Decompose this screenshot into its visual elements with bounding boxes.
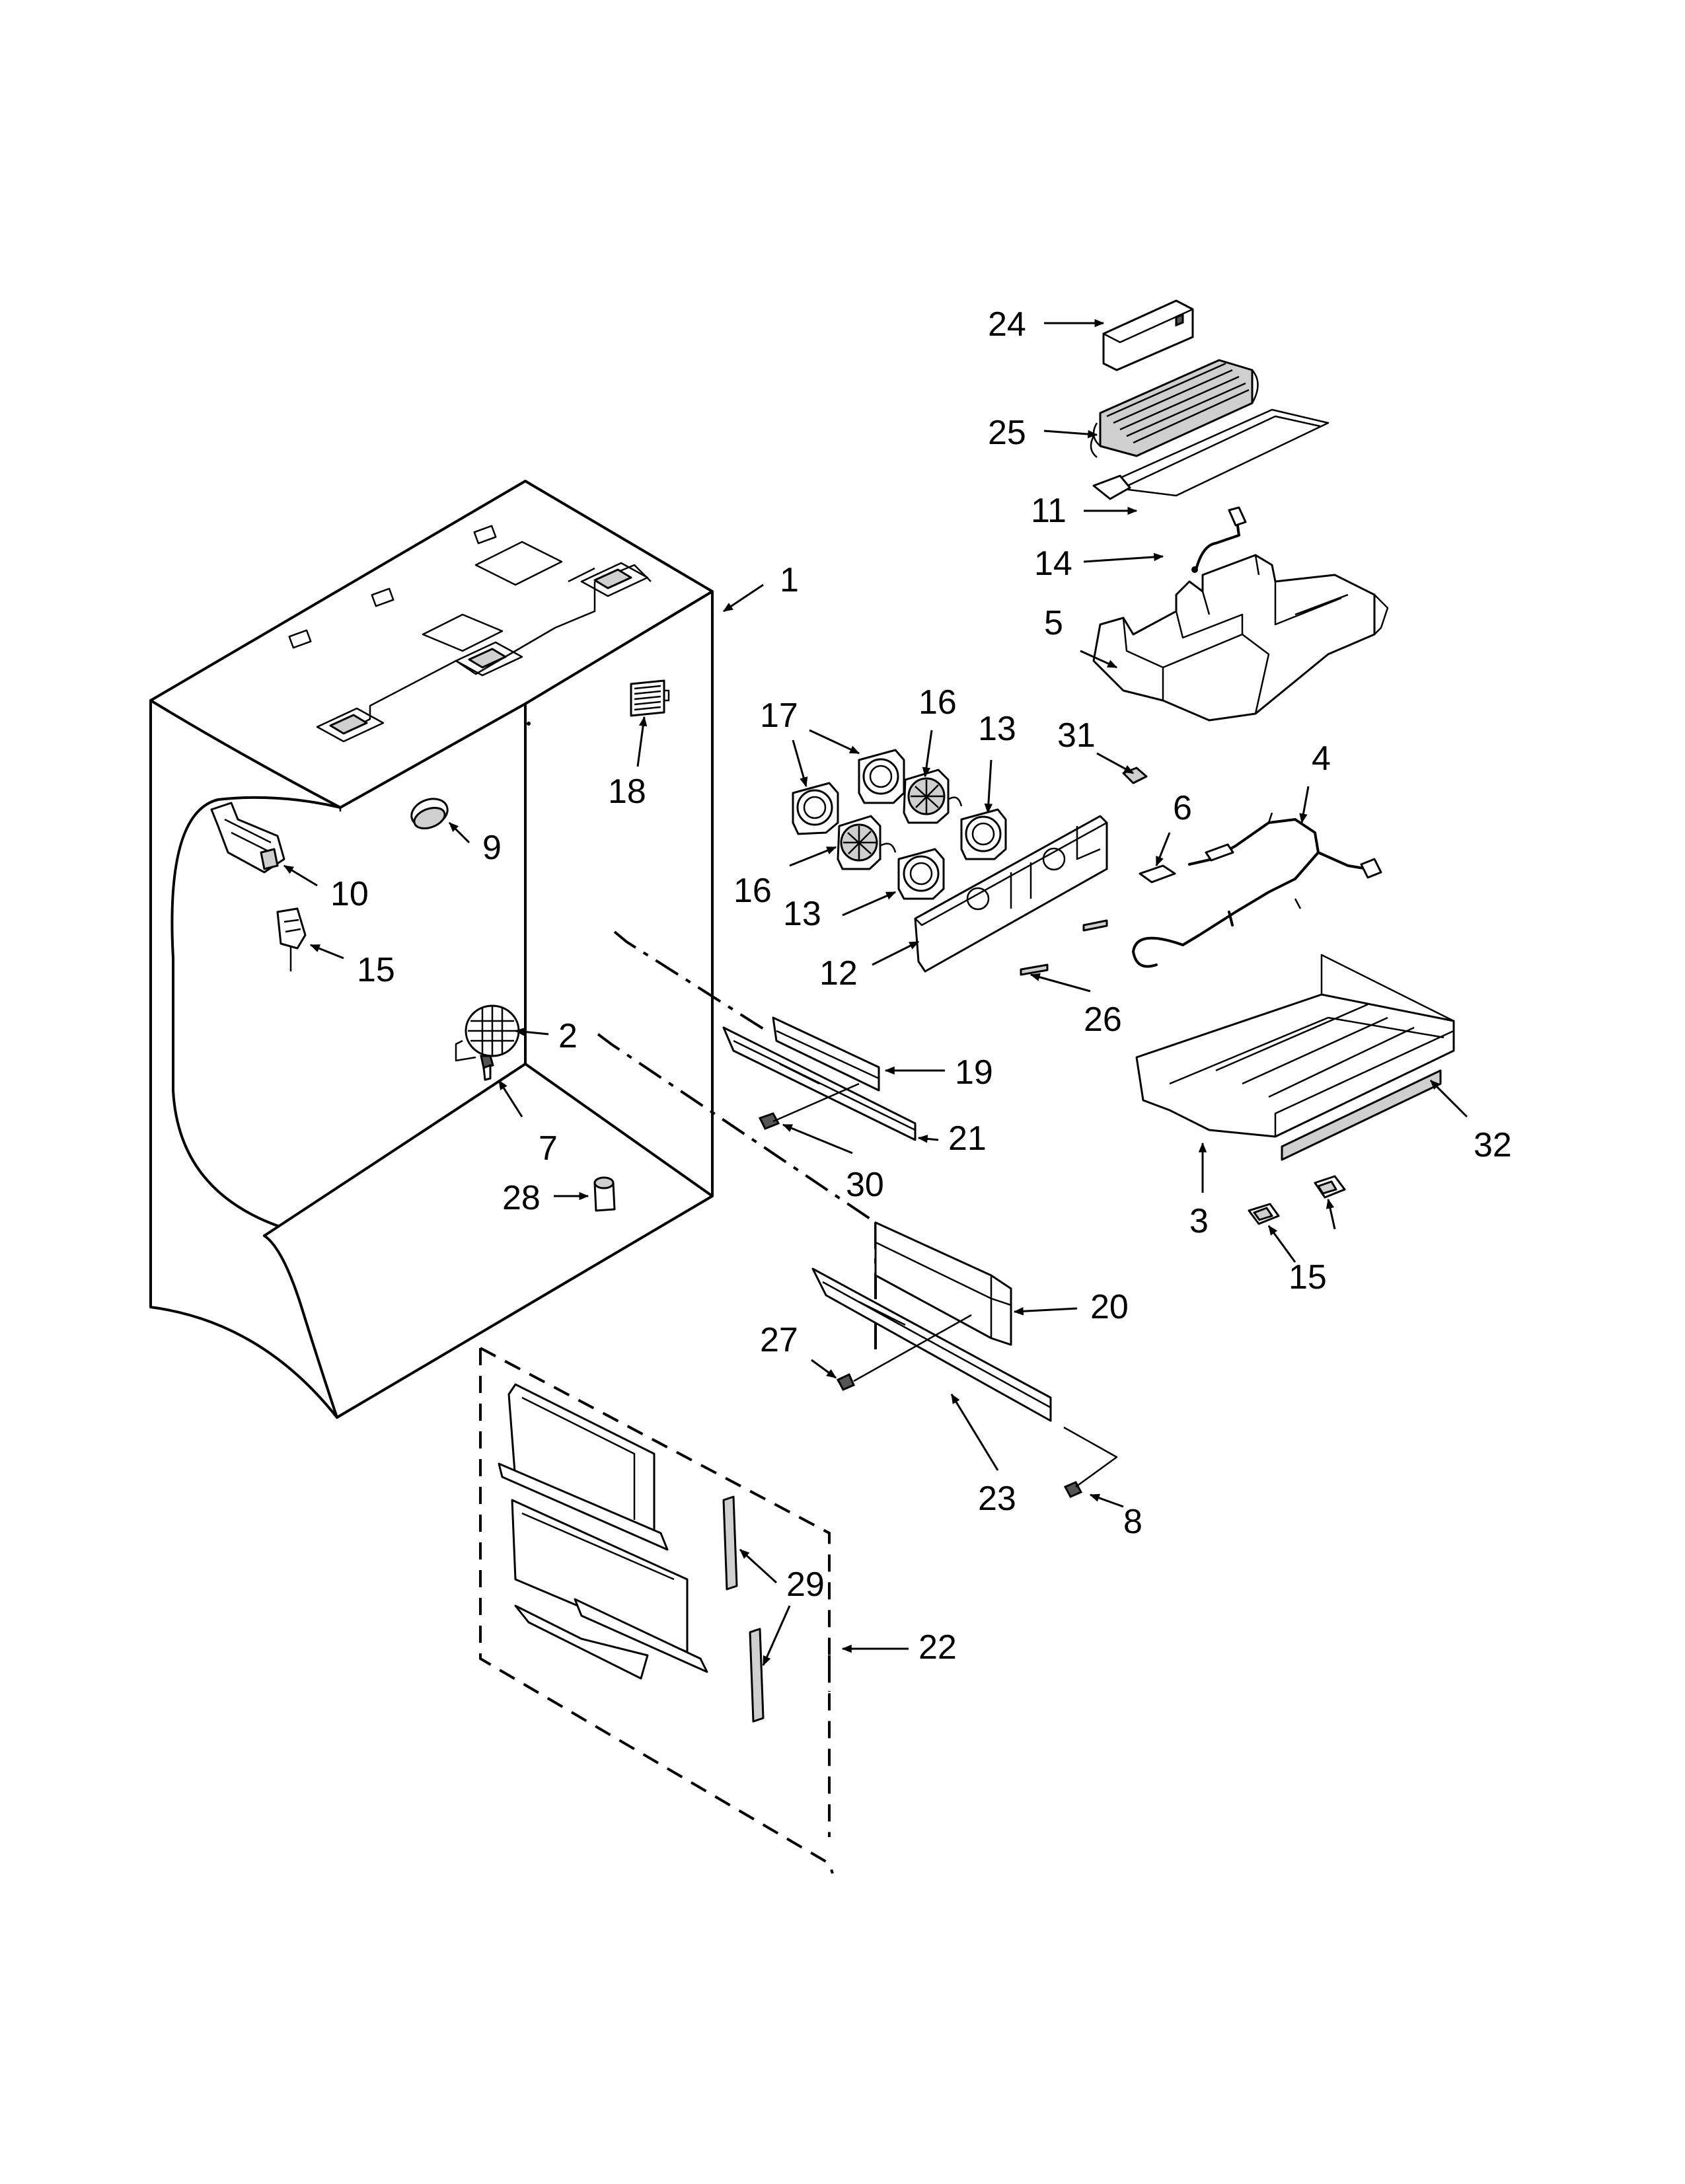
callout-23: 23 (978, 1480, 1016, 1518)
callout-15b: 15 (1289, 1258, 1327, 1297)
callout-leaders (283, 319, 1468, 1667)
part-26-tube-left (1020, 963, 1049, 976)
part-13-fan-motor-upper (960, 808, 1007, 860)
part-6-pad (1139, 864, 1176, 884)
part-16-fan-upper (903, 769, 963, 824)
part-17-fan-shroud-left (792, 782, 839, 835)
callout-21: 21 (948, 1119, 987, 1158)
part-4-wire-harness (1132, 812, 1382, 968)
part-25-evaporator (1090, 359, 1259, 458)
part-26-tube-right (1082, 919, 1108, 932)
callout-29: 29 (786, 1565, 825, 1604)
callout-25: 25 (988, 414, 1026, 452)
callout-30: 30 (846, 1166, 884, 1204)
part-11-drain-heater (1092, 408, 1329, 500)
part-15-sensor (276, 907, 307, 971)
callout-27: 27 (760, 1321, 798, 1359)
part-7-screw (480, 1055, 494, 1081)
part-29-slide-lower (749, 1628, 765, 1723)
callout-18: 18 (608, 772, 646, 811)
part-27-screw (836, 1314, 972, 1391)
part-20-rail-cover (874, 1221, 1012, 1346)
part-8-screw (1063, 1426, 1118, 1498)
callout-12: 12 (819, 954, 858, 993)
callout-1: 1 (780, 561, 799, 599)
callout-24: 24 (988, 305, 1026, 344)
callout-labels: 1 2 3 4 5 6 7 8 9 10 11 12 13 13 14 15 1… (330, 305, 1512, 1667)
callout-16b: 16 (733, 872, 772, 910)
callout-4: 4 (1312, 739, 1331, 778)
callout-2: 2 (558, 1017, 578, 1055)
callout-10: 10 (330, 875, 369, 913)
part-10-housing (210, 802, 285, 874)
part-5-evaporator-housing (1092, 554, 1389, 722)
callout-11: 11 (1031, 492, 1067, 530)
callout-17: 17 (760, 697, 798, 735)
cabinet-liner (149, 480, 714, 1419)
callout-3: 3 (1189, 1202, 1209, 1240)
callout-16a: 16 (918, 683, 957, 722)
callout-15a: 15 (357, 951, 395, 989)
callout-6: 6 (1173, 789, 1192, 827)
callout-5: 5 (1044, 604, 1063, 642)
part-22-drawer-slide-assembly (479, 1347, 834, 1874)
part-28-bushing (593, 1176, 616, 1212)
part-15-sensor-right (1248, 1175, 1346, 1225)
callout-19: 19 (955, 1053, 993, 1092)
part-21-slide-rail (722, 1026, 917, 1141)
part-17-fan-shroud-right (858, 749, 905, 804)
part-30-screw (758, 1082, 860, 1130)
callout-7: 7 (539, 1129, 558, 1168)
callout-22: 22 (918, 1628, 957, 1667)
callout-28: 28 (502, 1179, 541, 1217)
part-16-fan-lower (837, 815, 897, 870)
part-23-slide-rail (811, 1267, 1052, 1422)
callout-26: 26 (1084, 1000, 1122, 1039)
part-29-slide-upper (722, 1495, 738, 1591)
callout-14: 14 (1034, 545, 1072, 583)
callout-31: 31 (1057, 716, 1096, 755)
part-13-fan-motor-lower (897, 848, 945, 900)
part-3-crisper-tray (1135, 954, 1455, 1161)
callout-9: 9 (482, 829, 502, 867)
part-19-rail-cover (772, 1016, 880, 1092)
part-24-evaporator-cover (1102, 299, 1194, 371)
callout-13b: 13 (783, 895, 821, 933)
part-14-wire-harness (1191, 506, 1247, 573)
part-18-vent-grille (630, 679, 670, 717)
callout-32: 32 (1474, 1126, 1512, 1164)
part-9-control-knob (410, 798, 449, 830)
part-12-fan-bracket (914, 815, 1108, 973)
part-2-drain-fitting (455, 1004, 520, 1062)
callout-20: 20 (1090, 1288, 1129, 1326)
callout-8: 8 (1123, 1503, 1142, 1541)
callout-13a: 13 (978, 710, 1016, 748)
